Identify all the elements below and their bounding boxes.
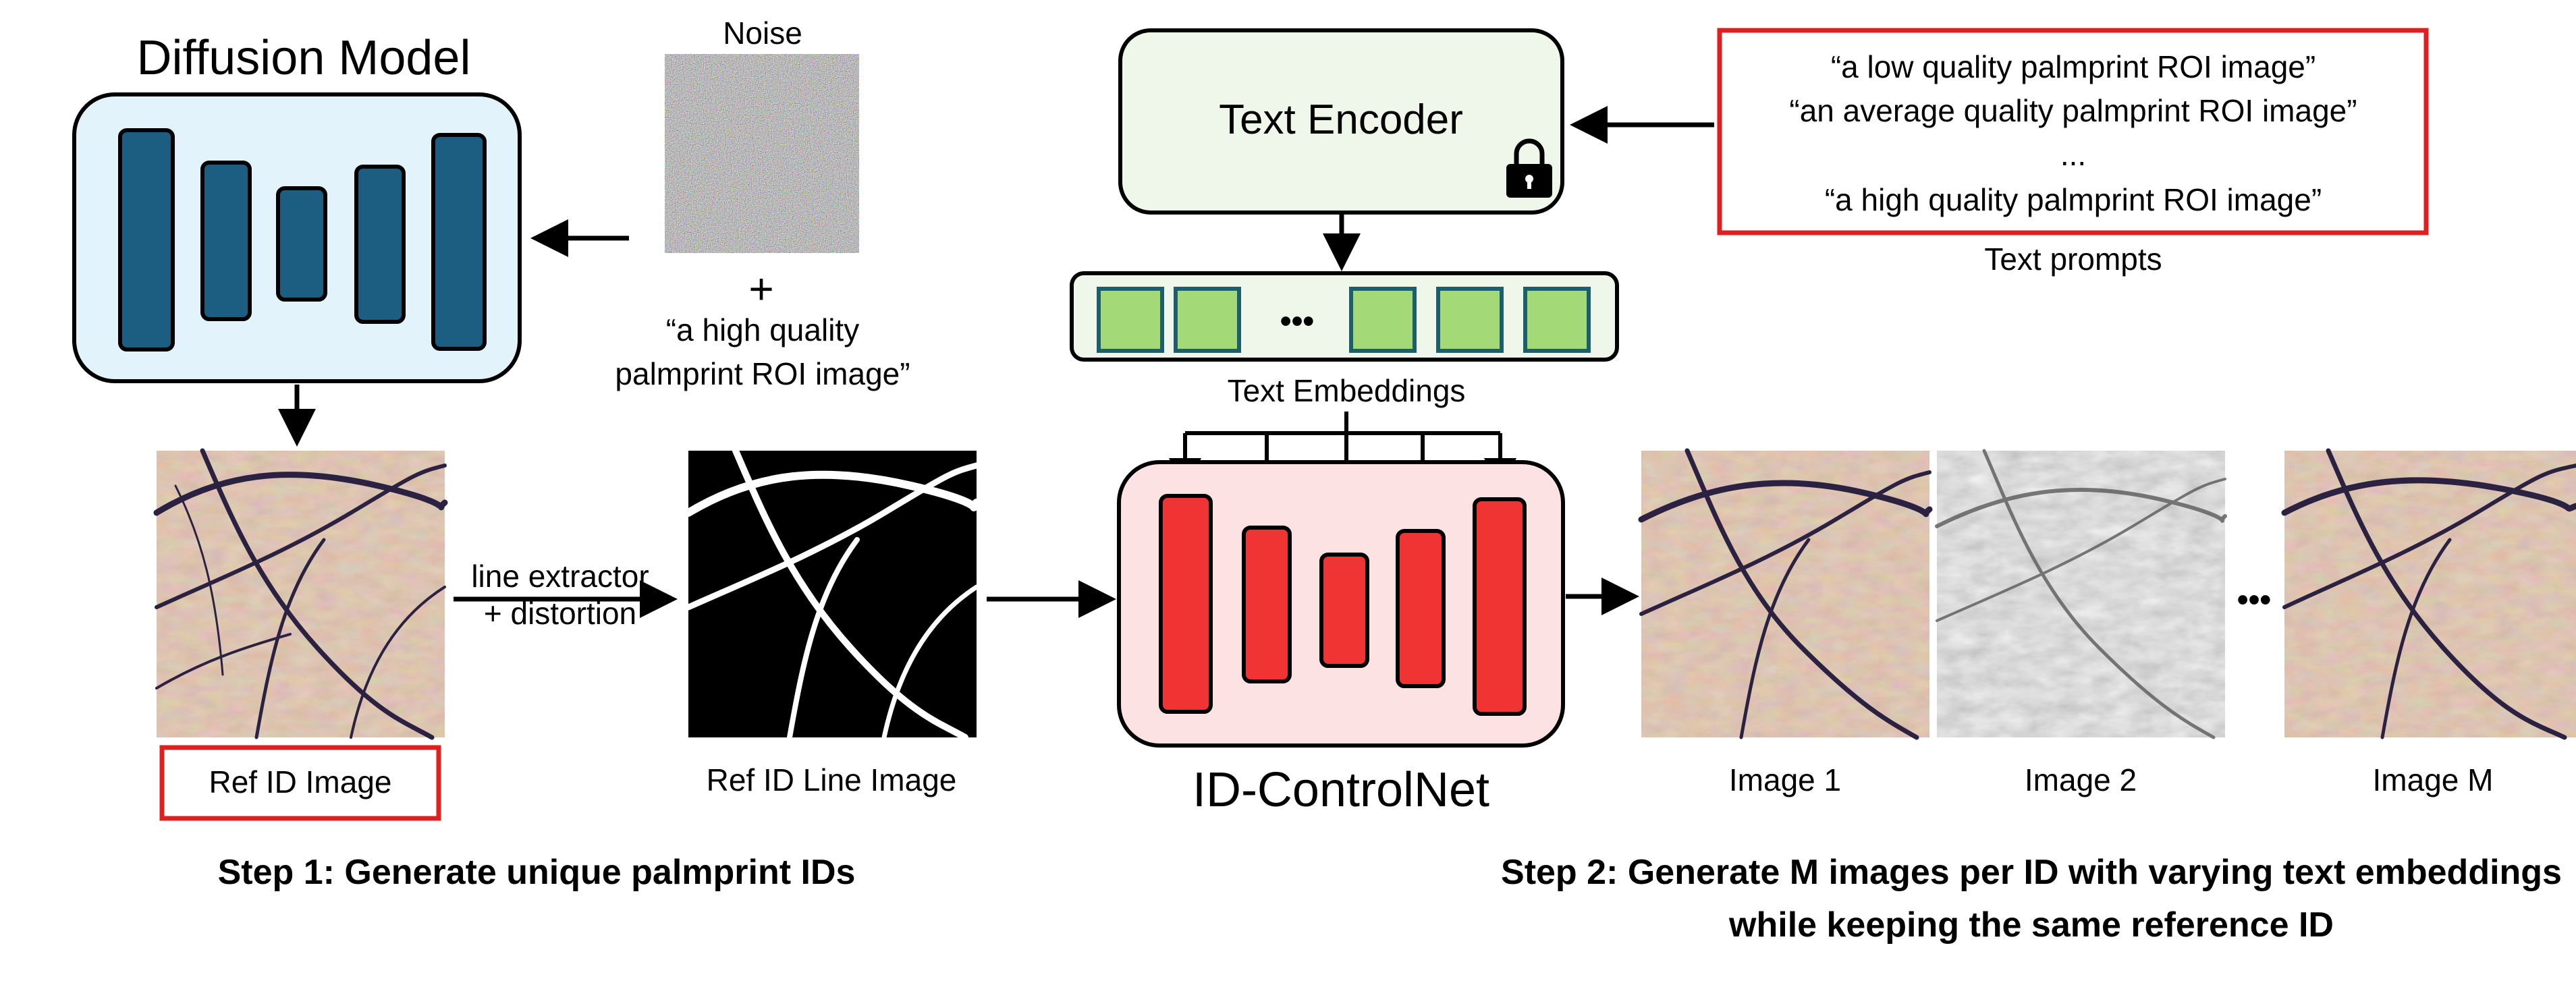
controlnet-block (1396, 529, 1446, 688)
controlnet-label: ID-ControlNet (1193, 763, 1489, 817)
ref-id-image (153, 448, 448, 740)
controlnet-block (1319, 553, 1369, 668)
text-prompt-item: “a low quality palmprint ROI image” (1831, 49, 2315, 84)
controlnet-block (1473, 497, 1527, 716)
text-prompt-item: “a high quality palmprint ROI image” (1825, 182, 2322, 217)
text-prompts-caption: Text prompts (1984, 242, 2162, 277)
diffusion-prompt-line1: “a high quality (666, 312, 859, 347)
diffusion-unet-block (354, 165, 406, 324)
line-extractor-label-2: + distortion (484, 596, 636, 631)
text-embeddings-label: Text Embeddings (1228, 373, 1466, 408)
controlnet-block (1242, 526, 1292, 683)
noise-label: Noise (723, 16, 802, 51)
embedding-cell (1349, 287, 1417, 353)
embedding-ellipsis: ••• (1280, 304, 1314, 339)
ref-id-line-image (684, 447, 981, 741)
step2-caption-line1: Step 2: Generate M images per ID with va… (1501, 853, 2562, 892)
output-label: Image M (2373, 762, 2494, 797)
ref-id-image-label: Ref ID Image (209, 764, 392, 799)
ref-id-highlight-box (159, 745, 441, 821)
line-extractor-label-1: line extractor (471, 559, 649, 594)
controlnet-block (1159, 494, 1213, 714)
diffusion-title: Diffusion Model (137, 31, 471, 85)
plus-sign: + (748, 264, 773, 313)
diffusion-unet-block (118, 128, 175, 352)
embedding-cell (1097, 287, 1164, 353)
text-prompt-item: ... (2060, 137, 2086, 172)
noise-texture (665, 54, 859, 253)
output-image-2 (1935, 449, 2227, 739)
text-prompts-box (1717, 28, 2429, 235)
diffusion-unet-block (200, 161, 252, 321)
output-label: Image 2 (2025, 762, 2137, 797)
lock-icon (1506, 138, 1552, 198)
step2-caption-line2: while keeping the same reference ID (1728, 905, 2334, 945)
diffusion-unet-block (276, 186, 327, 302)
text-prompt-item: “an average quality palmprint ROI image” (1789, 93, 2357, 128)
output-image-m (2281, 448, 2576, 740)
embedding-cell (1174, 287, 1241, 353)
ref-id-line-image-label: Ref ID Line Image (707, 762, 957, 797)
text-encoder-label: Text Encoder (1219, 96, 1463, 143)
step1-caption: Step 1: Generate unique palmprint IDs (218, 853, 856, 892)
output-label: Image 1 (1729, 762, 1841, 797)
text-encoder-box (1118, 28, 1564, 215)
diffusion-unet-block (431, 133, 487, 351)
embedding-cell (1523, 287, 1591, 353)
diffusion-prompt-line2: palmprint ROI image” (615, 356, 910, 391)
output-ellipsis: ••• (2237, 582, 2271, 618)
output-image-1 (1638, 448, 1933, 740)
embedding-cell (1436, 287, 1504, 353)
